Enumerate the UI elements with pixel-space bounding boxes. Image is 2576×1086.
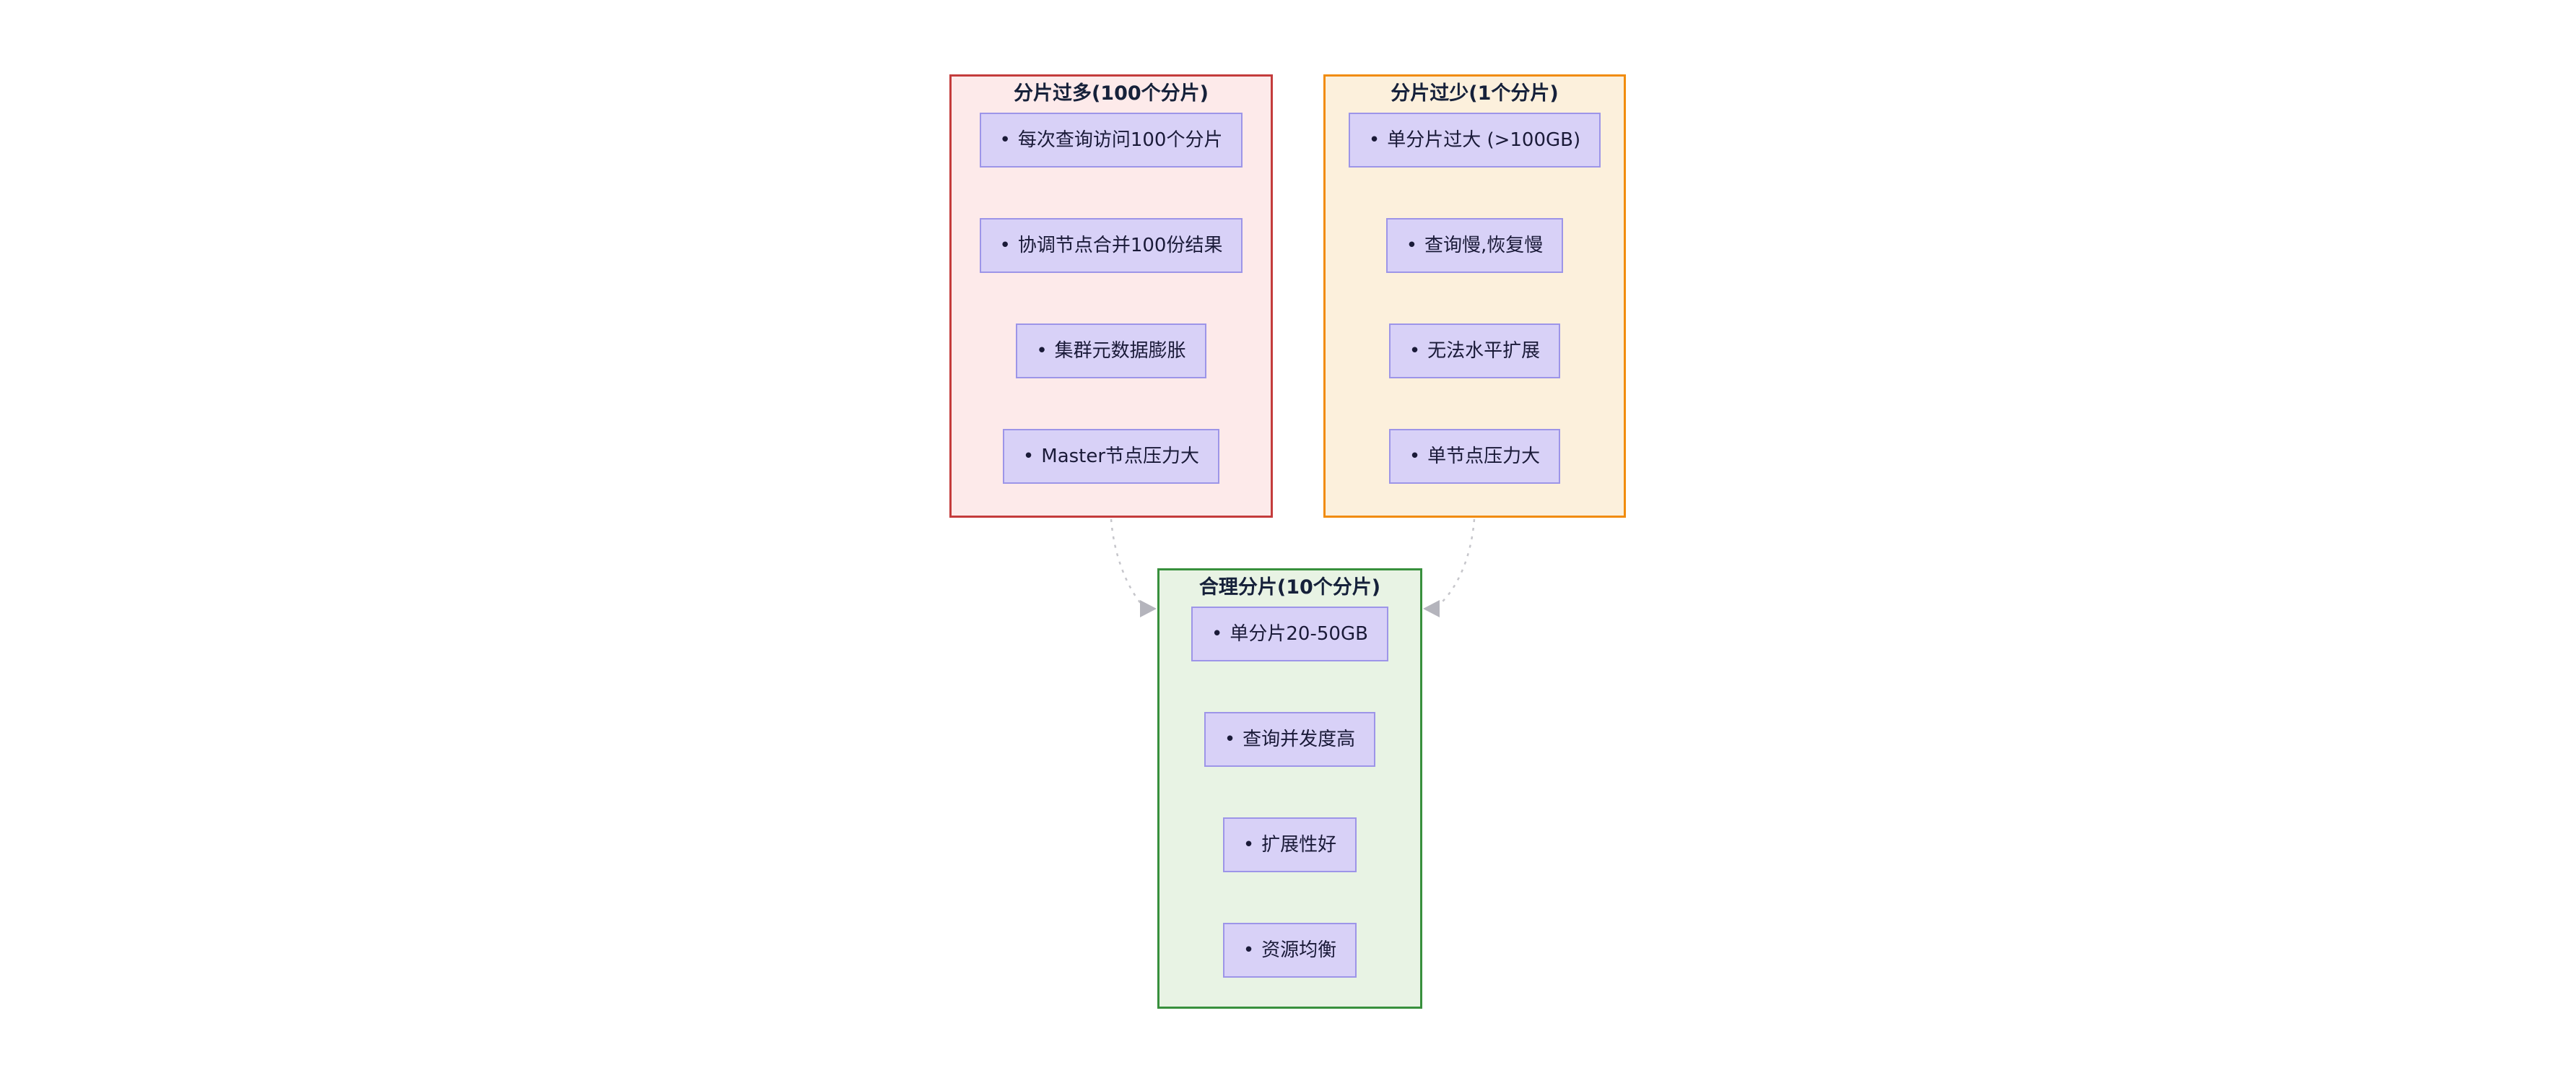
node-label: 资源均衡 — [1261, 939, 1337, 961]
node-label: 查询慢,恢复慢 — [1424, 235, 1544, 256]
arrowhead-icon — [1140, 600, 1157, 617]
node-label: 查询并发度高 — [1243, 729, 1356, 750]
node-item: • Master节点压力大 — [1002, 429, 1220, 484]
node-label: Master节点压力大 — [1041, 446, 1200, 467]
subgraph-reasonable-shards: 合理分片(10个分片) • 单分片20-50GB • 查询并发度高 • 扩展性好… — [1157, 568, 1422, 1009]
bullet-icon: • — [999, 235, 1011, 256]
subgraph-too-few-shards: 分片过少(1个分片) • 单分片过大 (>100GB) • 查询慢,恢复慢 • … — [1323, 74, 1626, 518]
node-label: 协调节点合并100份结果 — [1017, 235, 1223, 256]
bullet-icon: • — [1036, 340, 1048, 362]
bullet-icon: • — [1409, 446, 1421, 467]
node-label: 单分片过大 (>100GB) — [1387, 129, 1581, 151]
bullet-icon: • — [1243, 939, 1255, 961]
node-item: • 协调节点合并100份结果 — [979, 218, 1243, 273]
node-item: • 无法水平扩展 — [1388, 323, 1561, 378]
edge-too-few-to-reasonable — [1438, 518, 1476, 606]
node-label: 集群元数据膨胀 — [1054, 340, 1186, 362]
node-item: • 单节点压力大 — [1388, 429, 1561, 484]
node-item: • 查询慢,恢复慢 — [1385, 218, 1564, 273]
bullet-icon: • — [1409, 340, 1421, 362]
subgraph-title: 分片过少(1个分片) — [1391, 82, 1559, 105]
node-item: • 查询并发度高 — [1204, 712, 1376, 767]
bullet-icon: • — [1406, 235, 1418, 256]
node-item: • 扩展性好 — [1222, 817, 1357, 872]
subgraph-title: 分片过多(100个分片) — [1013, 82, 1209, 105]
node-item: • 单分片过大 (>100GB) — [1348, 113, 1601, 168]
subgraph-title: 合理分片(10个分片) — [1198, 576, 1381, 599]
bullet-icon: • — [1211, 623, 1223, 645]
bullet-icon: • — [999, 129, 1011, 151]
arrowhead-icon — [1423, 600, 1440, 617]
node-item: • 集群元数据膨胀 — [1016, 323, 1206, 378]
edge-too-many-to-reasonable — [1110, 518, 1143, 606]
bullet-icon: • — [1243, 834, 1255, 856]
bullet-icon: • — [1224, 729, 1236, 750]
node-item: • 每次查询访问100个分片 — [979, 113, 1243, 168]
node-item: • 资源均衡 — [1222, 923, 1357, 978]
node-label: 每次查询访问100个分片 — [1017, 129, 1223, 151]
bullet-icon: • — [1368, 129, 1380, 151]
bullet-icon: • — [1022, 446, 1035, 467]
node-item: • 单分片20-50GB — [1191, 607, 1388, 661]
node-label: 扩展性好 — [1261, 834, 1337, 856]
subgraph-too-many-shards: 分片过多(100个分片) • 每次查询访问100个分片 • 协调节点合并100份… — [949, 74, 1273, 518]
node-label: 单节点压力大 — [1427, 446, 1541, 467]
node-label: 单分片20-50GB — [1230, 623, 1368, 645]
node-label: 无法水平扩展 — [1427, 340, 1541, 362]
